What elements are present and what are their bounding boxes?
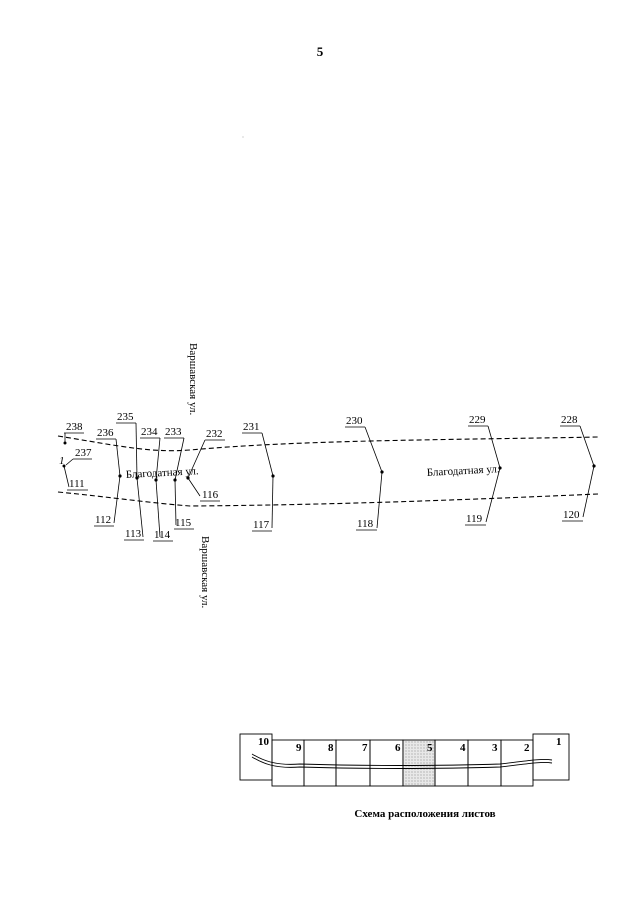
- sheet-label-1: 1: [556, 736, 562, 748]
- point-label-114: 114: [154, 529, 171, 541]
- leader-236: [115, 438, 121, 477]
- point-label-115: 115: [175, 517, 192, 529]
- point-label-120: 120: [563, 509, 580, 521]
- sheet-label-7: 7: [362, 742, 368, 754]
- leader-232: [187, 439, 206, 479]
- sheet-label-2: 2: [524, 742, 530, 754]
- point-label-1: 1: [59, 455, 65, 467]
- sheet-label-6: 6: [395, 742, 401, 754]
- point-label-229: 229: [469, 414, 486, 426]
- point-label-228: 228: [561, 414, 578, 426]
- point-238: [63, 441, 67, 445]
- point-label-119: 119: [466, 513, 483, 525]
- leader-111: [63, 465, 70, 488]
- point-label-112: 112: [95, 514, 111, 526]
- street-label-cross-bottom: Варшавская ул.: [199, 536, 211, 608]
- leader-237: [65, 458, 74, 466]
- leader-233: [174, 437, 185, 481]
- leader-119: [485, 467, 501, 523]
- point-label-230: 230: [346, 415, 363, 427]
- point-label-236: 236: [97, 427, 114, 439]
- sheet-scheme-caption: Схема расположения листов: [354, 808, 496, 820]
- leader-116: [187, 477, 201, 497]
- point-label-237: 237: [75, 447, 92, 459]
- point-label-238: 238: [66, 421, 83, 433]
- street-label-cross-top: Варшавская ул.: [187, 343, 199, 415]
- point-label-233: 233: [165, 426, 182, 438]
- sheet-label-5: 5: [427, 742, 433, 754]
- leader-120: [582, 465, 595, 518]
- sheet-1: [532, 733, 570, 781]
- point-label-232: 232: [206, 428, 223, 440]
- street-label-main-left: Благодатная ул.: [126, 465, 200, 481]
- leader-113: [136, 477, 144, 538]
- sheet-label-9: 9: [296, 742, 302, 754]
- point-label-231: 231: [243, 421, 260, 433]
- point-label-234: 234: [141, 426, 158, 438]
- leader-229: [487, 425, 501, 469]
- point-label-111: 111: [69, 478, 85, 490]
- scheme-street-top: [251, 753, 553, 766]
- street-label-main-right: Благодатная ул.: [427, 463, 501, 479]
- sheet-label-8: 8: [328, 742, 334, 754]
- speck: [242, 136, 244, 138]
- leader-235: [135, 422, 138, 479]
- leader-115: [174, 479, 177, 526]
- point-label-118: 118: [357, 518, 374, 530]
- leader-230: [364, 426, 383, 473]
- sheet-label-4: 4: [460, 742, 466, 754]
- leader-117: [271, 475, 274, 529]
- point-label-117: 117: [253, 519, 270, 531]
- point-label-113: 113: [125, 528, 142, 540]
- scheme-street-bottom: [251, 756, 553, 769]
- leader-118: [376, 471, 383, 529]
- sheet-scheme: 10 9 8 7 6 5 4 3 2 1: [239, 733, 570, 787]
- sheet-5-highlighted: [402, 739, 436, 787]
- point-label-235: 235: [117, 411, 134, 423]
- leader-231: [261, 432, 274, 477]
- leader-114: [155, 479, 161, 538]
- street-edge-top: [57, 435, 599, 452]
- leader-228: [579, 425, 595, 467]
- leader-112: [113, 475, 121, 524]
- sheet-label-10: 10: [258, 736, 270, 748]
- sheet-label-3: 3: [492, 742, 498, 754]
- leader-234: [155, 437, 161, 481]
- point-label-116: 116: [202, 489, 219, 501]
- street-edge-bottom: [57, 491, 599, 507]
- page-number: 5: [316, 44, 324, 59]
